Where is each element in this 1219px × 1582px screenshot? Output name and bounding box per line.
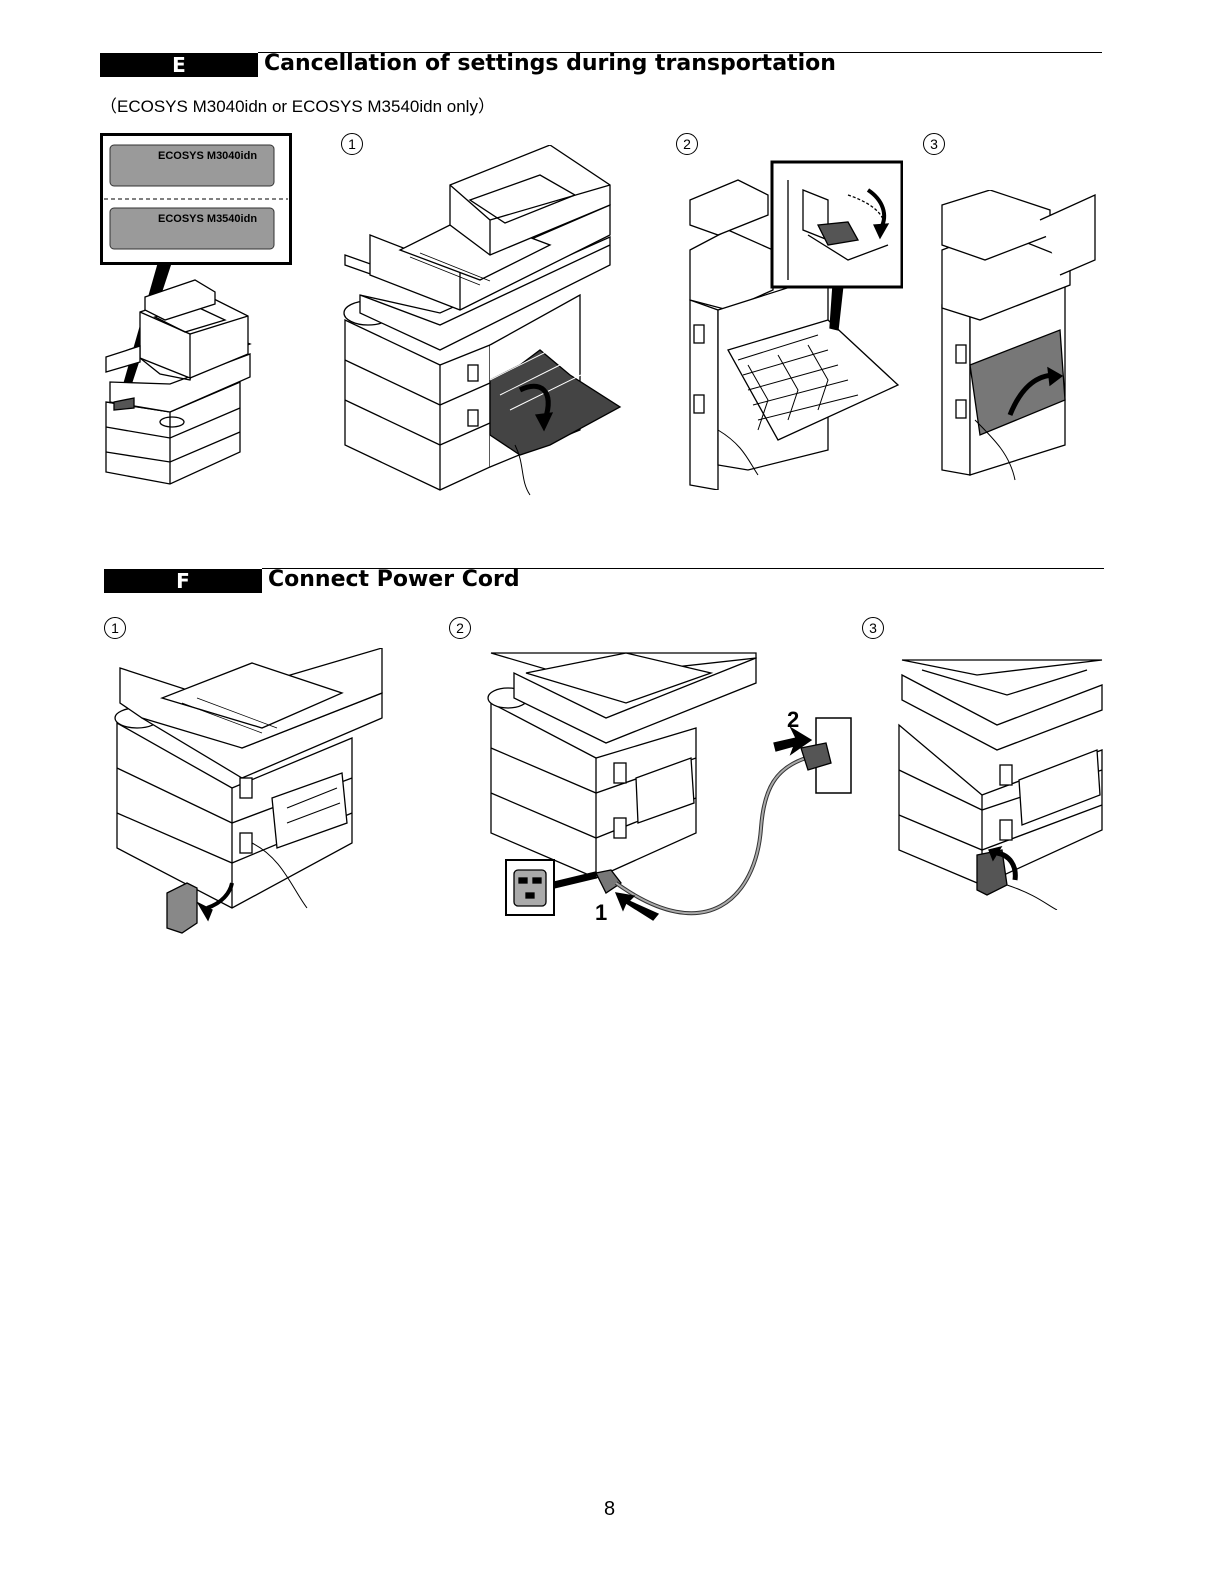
- section-e-title: Cancellation of settings during transpor…: [264, 51, 836, 76]
- step-f1-illustration: [112, 648, 387, 943]
- section-e-header: E Cancellation of settings during transp…: [100, 53, 1102, 79]
- step-e1-illustration: [340, 145, 630, 500]
- printer-front-illustration: [100, 262, 265, 492]
- section-e-note: （ECOSYS M3040idn or ECOSYS M3540idn only…: [100, 92, 495, 117]
- model-label-m3540: ECOSYS M3540idn: [158, 213, 257, 225]
- callout-1: 1: [595, 900, 607, 926]
- step-f1-marker: 1: [104, 617, 126, 639]
- step-f2-illustration: [486, 648, 866, 933]
- step-e2-marker: 2: [676, 133, 698, 155]
- step-e3-marker: 3: [923, 133, 945, 155]
- callout-2: 2: [787, 707, 799, 733]
- section-f-title: Connect Power Cord: [268, 567, 520, 592]
- step-e3-illustration: [940, 190, 1098, 490]
- step-f2-marker: 2: [449, 617, 471, 639]
- step-f3-marker: 3: [862, 617, 884, 639]
- step-e2-illustration: [688, 160, 903, 490]
- step-f3-illustration: [897, 655, 1105, 910]
- section-e-letter: E: [100, 53, 258, 77]
- page-number: 8: [0, 1498, 1219, 1521]
- model-label-m3040: ECOSYS M3040idn: [158, 150, 257, 162]
- section-f-header: F Connect Power Cord: [104, 569, 1104, 595]
- section-f-letter: F: [104, 569, 262, 593]
